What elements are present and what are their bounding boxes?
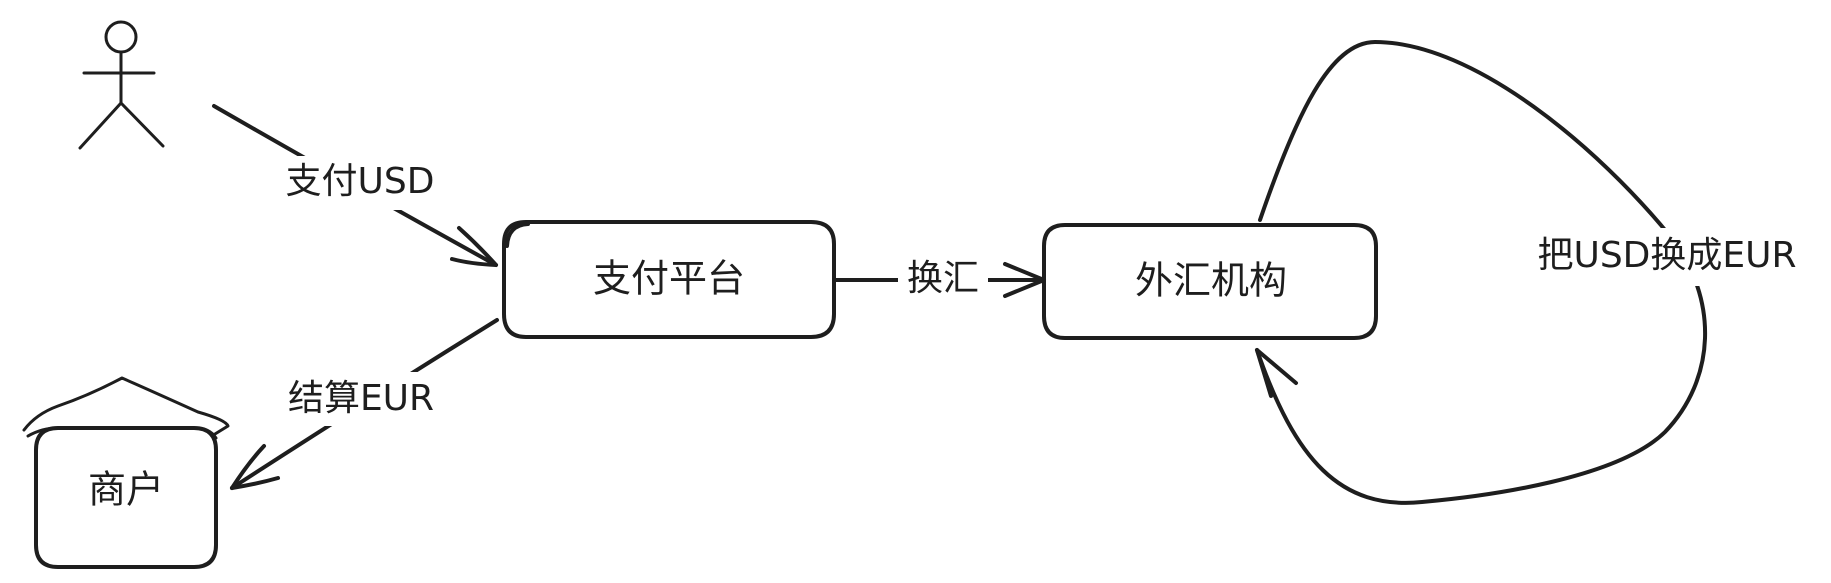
pay-usd-edge: 支付USD (212, 104, 498, 267)
fx-institution-node[interactable]: 外汇机构 (1042, 223, 1378, 340)
payment-platform-node[interactable]: 支付平台 (502, 220, 836, 339)
merchant-label: 商户 (88, 468, 164, 512)
exchange-label: 换汇 (907, 258, 979, 299)
pay-usd-label: 支付USD (286, 161, 435, 202)
user-icon (78, 20, 165, 150)
usd-to-eur-loop-edge: 把USD换成EUR (1255, 40, 1814, 505)
usd-to-eur-label: 把USD换成EUR (1537, 235, 1796, 276)
settle-eur-edge: 结算EUR (230, 318, 499, 490)
payment-platform-label: 支付平台 (593, 257, 745, 301)
merchant-node[interactable]: 商户 (22, 376, 230, 569)
fx-institution-label: 外汇机构 (1135, 259, 1287, 303)
exchange-edge: 换汇 (832, 253, 1046, 305)
settle-eur-label: 结算EUR (288, 378, 434, 419)
